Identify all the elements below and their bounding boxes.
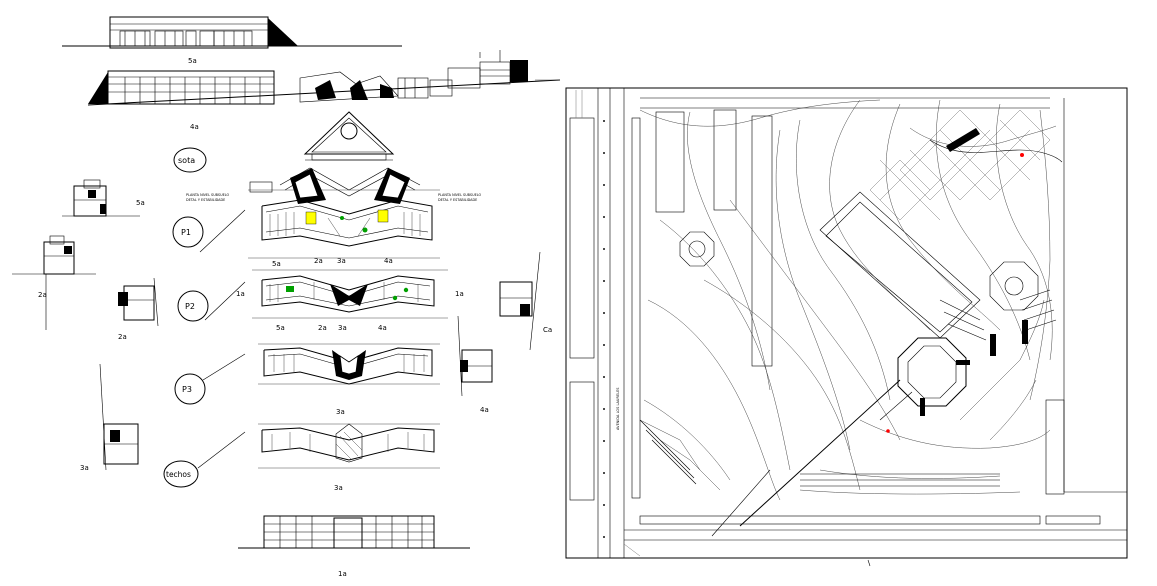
left-sections: 5a 2a 2a 3a (12, 179, 159, 472)
p1-note-left: PLANTA NIVEL SUBSUELO (186, 193, 229, 197)
site-plan: AVENIDA LOS LAURELES (565, 87, 1128, 567)
p2-tag: P2 (185, 302, 195, 311)
site-contours (639, 99, 1063, 501)
plan-p2: 5a 2a 3a 4a 1a 1a 5a 2a 3a 4a P2 (177, 257, 464, 332)
p2-cut-label-2a: 2a (314, 257, 323, 265)
p3-cut-label: 3a (336, 408, 345, 416)
plan-p1: PLANTA NIVEL SUBSUELO DETAL Y ESTABILIDA… (172, 168, 481, 259)
section-ca-label: Ca (543, 326, 552, 334)
site-hatch-diamonds (869, 109, 1051, 221)
elevation-main: 4a (87, 50, 561, 131)
p2-cut-label-5a: 5a (272, 260, 281, 268)
section-2a-left-label: 2a (38, 291, 47, 299)
section-3a-label: 3a (80, 464, 89, 472)
p2-cut-label-4a: 4a (384, 257, 393, 265)
elevation-bottom: 1a (238, 515, 470, 578)
p1-note-left-2: DETAL Y ESTABILIDADE (186, 198, 225, 202)
p1-note-right-2: DETAL Y ESTABILIDADE (438, 198, 477, 202)
p2-cut-label-3a: 3a (337, 257, 346, 265)
p2-cut-label-3a-b: 3a (338, 324, 347, 332)
elevation-bottom-label: 1a (338, 570, 347, 578)
p1-note-right: PLANTA NIVEL SUBSUELO (438, 193, 481, 197)
elevation-main-label: 4a (190, 123, 199, 131)
site-stairs (639, 289, 1057, 487)
p1-tag: P1 (181, 228, 191, 237)
sota-tag: sota (178, 156, 195, 165)
plan-p3: 3a P3 (174, 343, 440, 416)
p2-cut-label-4a-b: 4a (378, 324, 387, 332)
section-4a-label: 4a (480, 406, 489, 414)
plan-roof: 3a techos (163, 423, 440, 492)
p2-cut-label-5a-b: 5a (276, 324, 285, 332)
section-5a-label: 5a (136, 199, 145, 207)
techos-tag: techos (166, 470, 191, 479)
p2-side-left: 1a (236, 290, 245, 298)
right-sections: Ca 4a (457, 251, 552, 414)
street-label: AVENIDA LOS LAURELES (616, 387, 620, 430)
elevation-top: 5a (62, 16, 402, 65)
elevation-top-label: 5a (188, 57, 197, 65)
p3-tag: P3 (182, 385, 192, 394)
p2-side-right: 1a (455, 290, 464, 298)
section-2a-small-label: 2a (118, 333, 127, 341)
roof-cut-label: 3a (334, 484, 343, 492)
p2-cut-label-2a-b: 2a (318, 324, 327, 332)
